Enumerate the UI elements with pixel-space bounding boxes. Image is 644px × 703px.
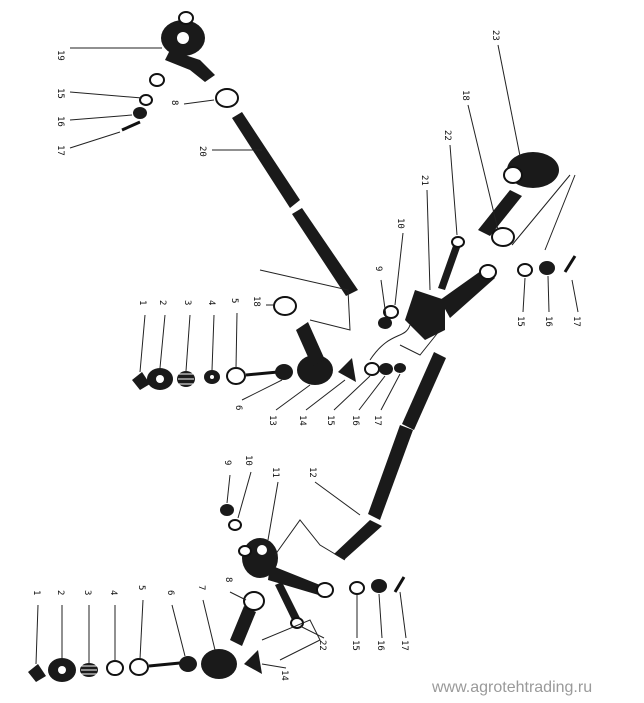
callout-label: 17 (571, 316, 581, 327)
bolt-icon (438, 240, 462, 290)
ball-stud-icon (132, 372, 150, 390)
ball-stud-icon (226, 367, 246, 385)
arm-icon (268, 565, 322, 596)
sleeve-icon (215, 88, 239, 108)
sleeve-icon (273, 296, 297, 316)
arm-icon (405, 290, 445, 340)
tie-rod-icon (232, 112, 300, 208)
callout-label: 17 (399, 640, 409, 651)
callout-label: 8 (169, 100, 179, 105)
nut-icon (539, 261, 555, 275)
nut-icon (133, 107, 147, 119)
callout-label: 2 (157, 300, 167, 305)
washer-icon (517, 263, 533, 277)
callout-label: 8 (223, 577, 233, 582)
middle-assembly: 1 2 3 4 5 18 6 13 14 15 16 17 (132, 269, 406, 426)
callout-label: 16 (543, 316, 553, 327)
boot-icon (244, 650, 262, 674)
callout-label: 2 (55, 590, 65, 595)
callout-label: 10 (395, 218, 405, 229)
tie-rod-icon (402, 352, 446, 430)
nut-icon (220, 504, 234, 516)
callout-label: 14 (297, 415, 307, 426)
cotter-pin-icon (393, 576, 406, 593)
callout-label: 6 (165, 590, 175, 595)
nut-icon (379, 363, 393, 375)
callout-label: 16 (375, 640, 385, 651)
nut-icon (179, 656, 197, 672)
socket-icon (297, 355, 333, 385)
callout-label: 12 (307, 467, 317, 478)
callout-label: 3 (82, 590, 92, 595)
tie-rod-icon (296, 322, 325, 366)
spring-icon (80, 663, 98, 677)
washer-icon (106, 660, 124, 676)
callout-label: 15 (325, 415, 335, 426)
socket-icon (201, 649, 237, 679)
nut-icon (394, 363, 406, 373)
callout-label: 1 (31, 590, 41, 595)
callout-label: 21 (419, 175, 429, 186)
tie-rod-icon (230, 606, 256, 646)
callout-label: 7 (196, 585, 206, 590)
callout-label: 15 (350, 640, 360, 651)
spring-icon (177, 371, 195, 387)
callout-label: 10 (243, 455, 253, 466)
tie-rod-icon (478, 190, 522, 236)
bottom-assembly: 1 2 3 4 5 6 7 8 14 22 15 16 17 (28, 576, 409, 682)
tie-rod-icon (334, 520, 382, 560)
callout-label: 15 (515, 316, 525, 327)
callout-label: 19 (55, 50, 65, 61)
callout-label: 5 (229, 298, 239, 303)
callout-label: 17 (55, 145, 65, 156)
washer-icon (383, 305, 399, 319)
watermark: www.agrotehtrading.ru (431, 679, 592, 696)
callout-label: 3 (182, 300, 192, 305)
nut-icon (275, 364, 293, 380)
callout-label: 5 (136, 585, 146, 590)
bolt-icon (275, 582, 300, 622)
washer-icon (149, 73, 165, 87)
cotter-pin-icon (563, 255, 577, 273)
callout-label: 11 (270, 467, 280, 478)
tie-rod-icon (292, 208, 358, 296)
lower-assembly: 9 10 11 12 (220, 352, 446, 598)
callout-label: 6 (233, 405, 243, 410)
nut-icon (378, 317, 392, 329)
callout-label: 18 (251, 296, 261, 307)
callout-label: 9 (373, 266, 383, 271)
top-assembly: 19 15 16 17 8 20 (55, 11, 358, 296)
callout-label: 20 (197, 146, 207, 157)
tie-rod-icon (368, 425, 413, 520)
callout-label: 16 (55, 116, 65, 127)
right-assembly: 23 22 18 21 10 9 15 16 17 (369, 30, 581, 361)
callout-label: 15 (55, 88, 65, 99)
ball-stud-icon (129, 658, 149, 676)
callout-label: 13 (267, 415, 277, 426)
boot-icon (338, 358, 356, 382)
tie-rod-end-icon (161, 11, 215, 82)
washer-icon (364, 362, 380, 376)
callout-label: 4 (206, 300, 216, 305)
ball-stud-icon (28, 664, 46, 682)
callout-label: 4 (108, 590, 118, 595)
washer-icon (349, 581, 365, 595)
cotter-pin-icon (121, 120, 141, 132)
washer-icon (139, 94, 153, 106)
callout-label: 16 (350, 415, 360, 426)
callout-label: 17 (372, 415, 382, 426)
washer-icon (228, 519, 242, 531)
callout-label: 1 (137, 300, 147, 305)
nut-icon (371, 579, 387, 593)
sleeve-icon (243, 591, 265, 611)
callout-label: 22 (317, 640, 327, 651)
callout-label: 9 (222, 460, 232, 465)
arm-icon (440, 268, 495, 318)
callout-label: 23 (490, 30, 500, 41)
callout-label: 22 (442, 130, 452, 141)
callout-label: 18 (460, 90, 470, 101)
sleeve-icon (491, 227, 515, 247)
callout-label: 14 (279, 670, 289, 681)
